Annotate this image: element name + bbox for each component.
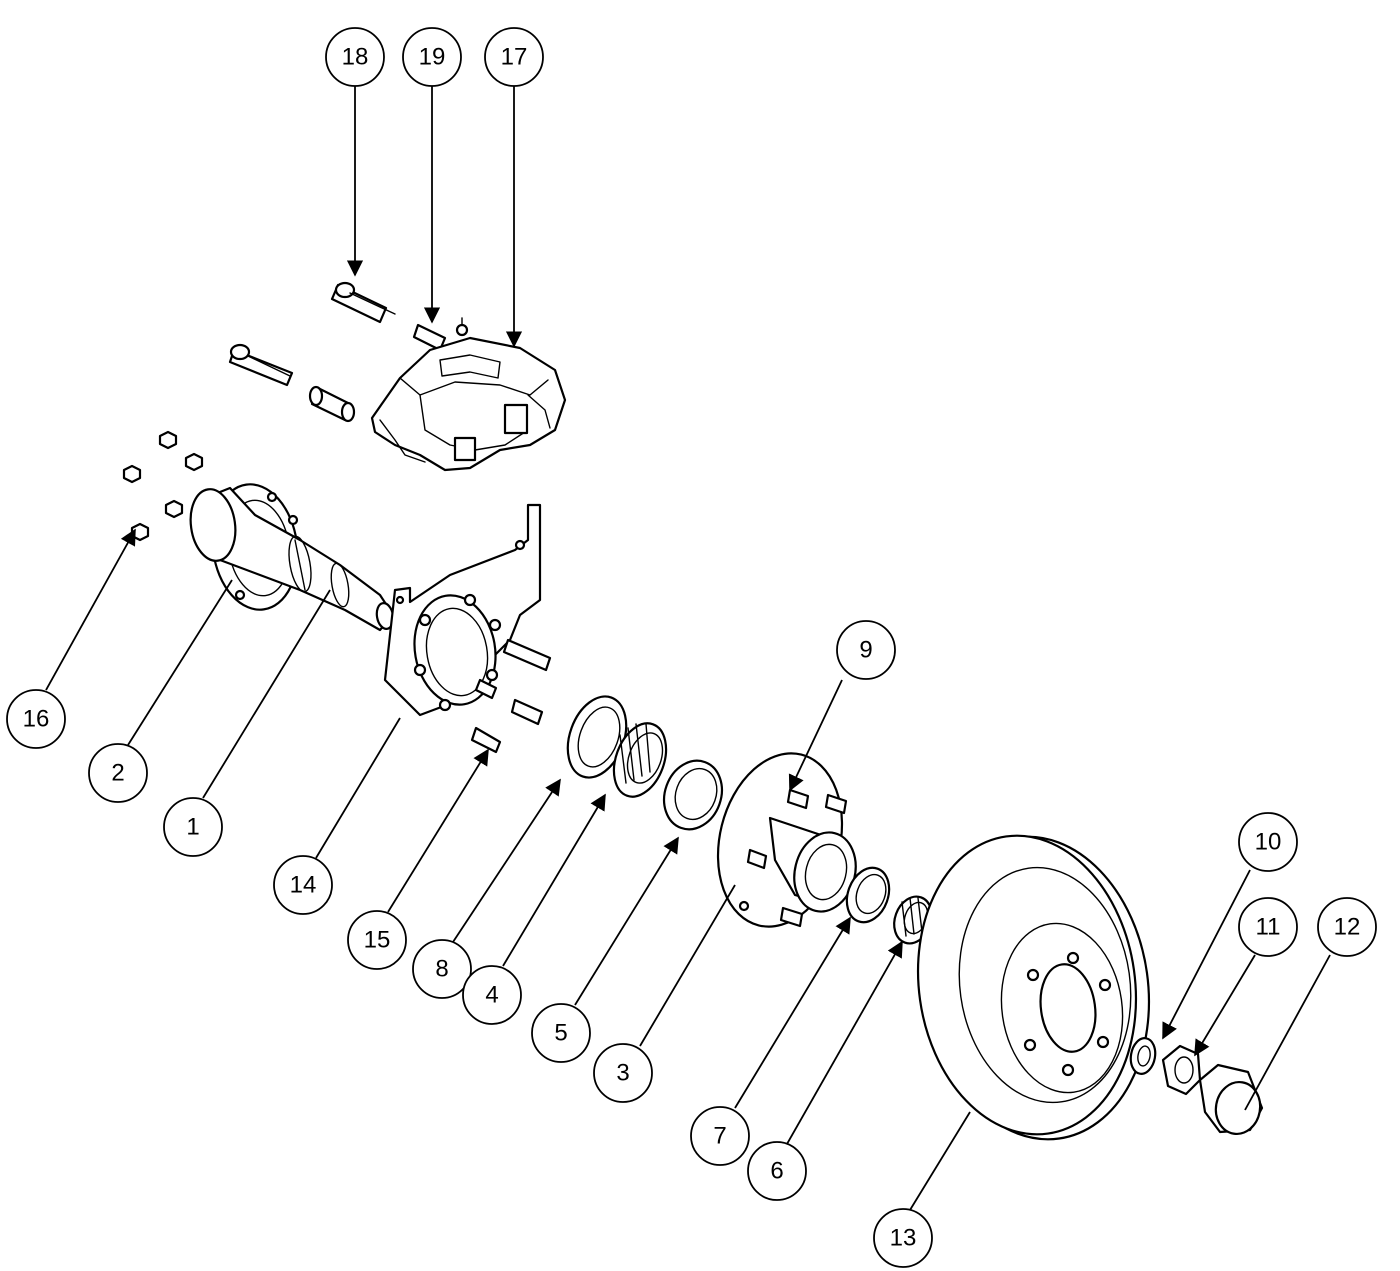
callout-label: 4: [485, 982, 498, 1009]
brake-caliper: [370, 317, 567, 472]
callout-19: 19: [402, 27, 462, 87]
callout-label: 14: [290, 872, 317, 899]
callout-label: 1: [186, 814, 199, 841]
callout-16: 16: [6, 689, 66, 749]
callout-label: 13: [890, 1225, 917, 1252]
inner-bearing-cone: [612, 722, 668, 798]
outer-bearing-cup: [845, 866, 891, 924]
callout-17: 17: [484, 27, 544, 87]
brake-bracket: [383, 503, 542, 717]
callout-label: 17: [501, 44, 528, 71]
bracket-bolts: [470, 638, 552, 754]
callout-label: 19: [419, 44, 446, 71]
callout-3: 3: [593, 1043, 653, 1103]
callout-12: 12: [1317, 897, 1377, 957]
spindle-shaft: [189, 486, 395, 632]
callout-label: 6: [770, 1158, 783, 1185]
callout-11: 11: [1238, 897, 1298, 957]
callout-8: 8: [412, 939, 472, 999]
callout-15: 15: [347, 910, 407, 970]
caliper-pin-sleeve: [308, 385, 356, 423]
callout-label: 2: [111, 760, 124, 787]
lug-nuts: [122, 430, 204, 542]
callout-label: 5: [554, 1020, 567, 1047]
leader-lines: [45, 86, 1331, 1211]
caliper-bolt-upper: [330, 281, 396, 324]
callout-label: 16: [23, 706, 50, 733]
callout-14: 14: [273, 855, 333, 915]
callout-label: 9: [859, 637, 872, 664]
callout-label: 15: [364, 927, 391, 954]
callout-13: 13: [873, 1208, 933, 1268]
dust-cap: [1198, 1063, 1264, 1135]
callout-5: 5: [531, 1003, 591, 1063]
callout-7: 7: [690, 1106, 750, 1166]
callout-label: 8: [435, 956, 448, 983]
caliper-bolt-lower: [228, 343, 294, 387]
callout-9: 9: [836, 620, 896, 680]
inner-bearing-cup: [662, 759, 724, 831]
callout-10: 10: [1238, 812, 1298, 872]
callout-1: 1: [163, 797, 223, 857]
callout-6: 6: [747, 1141, 807, 1201]
brake-rotor: [916, 834, 1151, 1141]
callout-label: 7: [713, 1123, 726, 1150]
callout-label: 3: [616, 1060, 629, 1087]
callout-label: 11: [1256, 914, 1281, 941]
callout-label: 18: [342, 44, 369, 71]
callout-4: 4: [462, 965, 522, 1025]
callout-label: 12: [1334, 914, 1361, 941]
callout-label: 10: [1255, 829, 1282, 856]
hub: [716, 752, 857, 928]
callout-18: 18: [325, 27, 385, 87]
castle-nut: [1161, 1044, 1202, 1096]
washer: [1129, 1037, 1157, 1075]
callout-2: 2: [88, 743, 148, 803]
